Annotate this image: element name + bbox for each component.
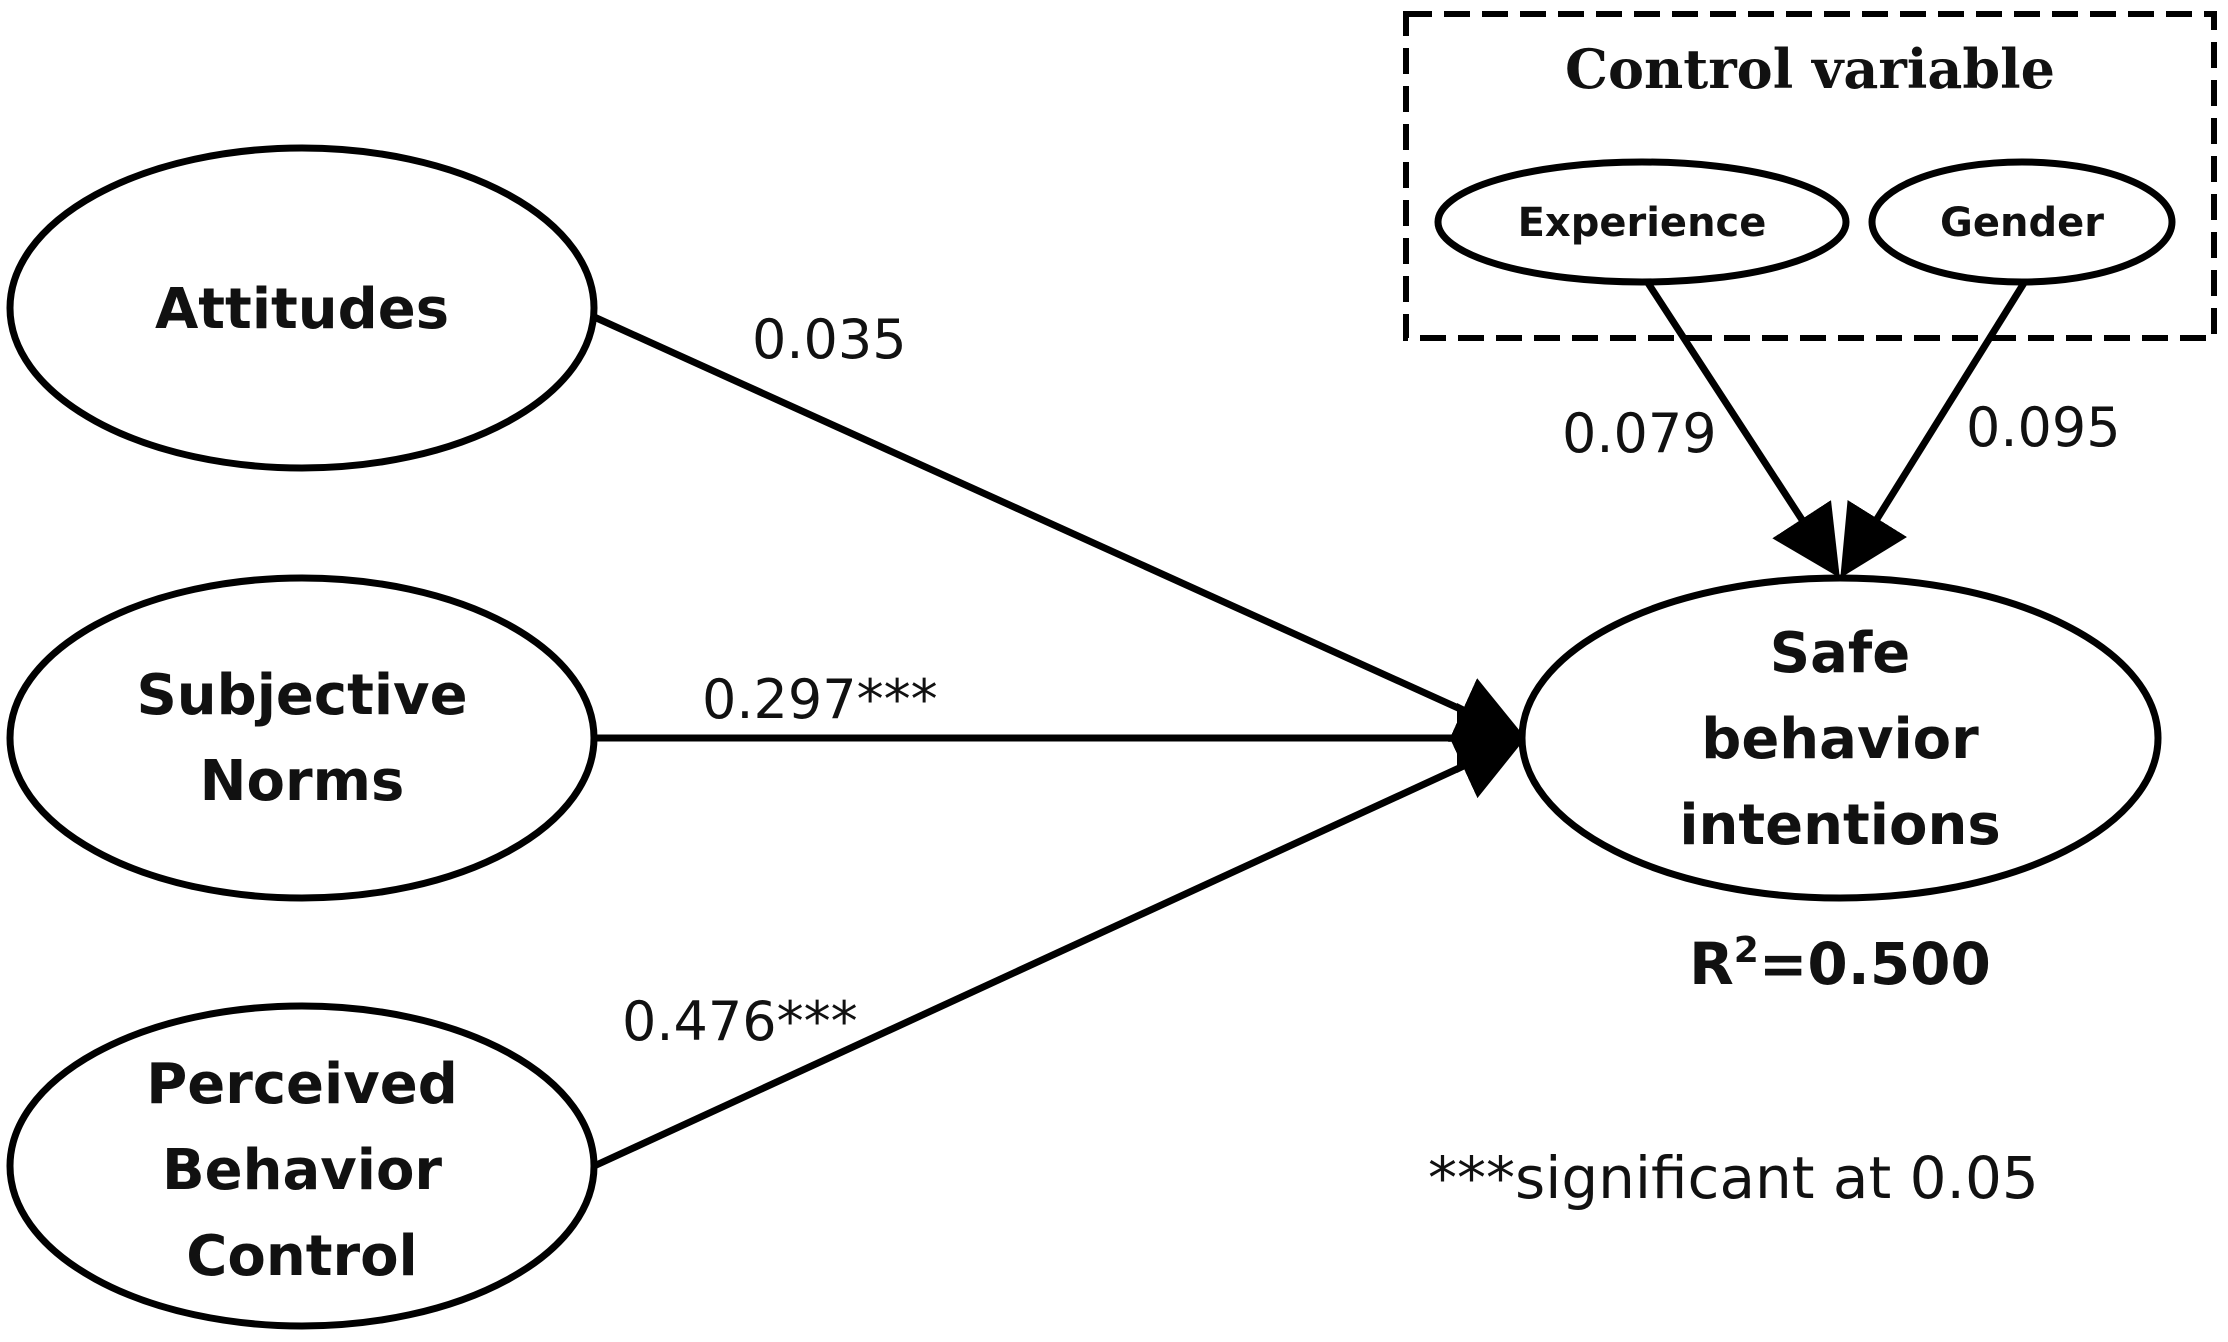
node-pbc-ellipse	[6, 1002, 598, 1330]
path-gender-to-intentions	[1840, 281, 2027, 578]
control-box-border	[1403, 11, 2217, 341]
node-intentions-ellipse	[1518, 574, 2162, 902]
node-experience-label: Experience	[1518, 200, 1767, 246]
r-squared-superscript: 2	[1734, 930, 1759, 971]
node-intentions-label-line2: behavior	[1701, 707, 1979, 772]
node-safe-behavior-intentions: Safe behavior intentions	[1518, 574, 2162, 902]
control-variable-box: Control variable	[1403, 11, 2217, 341]
node-subjective-norms-label-line2: Norms	[200, 749, 405, 814]
node-attitudes: Attitudes	[6, 144, 598, 472]
node-pbc-label-line3: Control	[186, 1224, 418, 1289]
coef-perceived-behavior-control: 0.476***	[622, 990, 858, 1053]
path-pbc-to-intentions	[590, 734, 1527, 1171]
r-squared-value: =0.500	[1759, 930, 1991, 998]
r-squared-prefix: R	[1689, 930, 1734, 998]
node-gender-ellipse	[1868, 158, 2176, 286]
control-box-title: Control variable	[1565, 37, 2055, 101]
node-subjective-norms-ellipse	[6, 574, 598, 902]
r-squared-label: R2=0.500	[1689, 930, 1991, 998]
coef-attitudes: 0.035	[752, 308, 907, 371]
node-experience-ellipse	[1434, 158, 1850, 286]
node-attitudes-ellipse	[6, 144, 598, 472]
node-subjective-norms: Subjective Norms	[6, 574, 598, 902]
node-pbc-label-line1: Perceived	[146, 1052, 458, 1117]
significance-note: ***significant at 0.05	[1428, 1144, 2039, 1212]
node-perceived-behavior-control: Perceived Behavior Control	[6, 1002, 598, 1330]
node-intentions-label-line1: Safe	[1770, 621, 1910, 686]
coef-experience: 0.079	[1562, 402, 1717, 465]
node-subjective-norms-label-line1: Subjective	[136, 663, 467, 728]
node-pbc-label-line2: Behavior	[162, 1138, 442, 1203]
path-attitudes-to-intentions	[590, 312, 1527, 742]
node-attitudes-label: Attitudes	[155, 277, 449, 342]
path-experience-to-intentions	[1645, 281, 1840, 578]
coef-gender: 0.095	[1966, 396, 2121, 459]
node-experience: Experience	[1434, 158, 1850, 286]
coef-subjective-norms: 0.297***	[702, 668, 938, 731]
node-gender: Gender	[1868, 158, 2176, 286]
node-intentions-label-line3: intentions	[1679, 793, 2000, 858]
node-gender-label: Gender	[1940, 200, 2104, 246]
